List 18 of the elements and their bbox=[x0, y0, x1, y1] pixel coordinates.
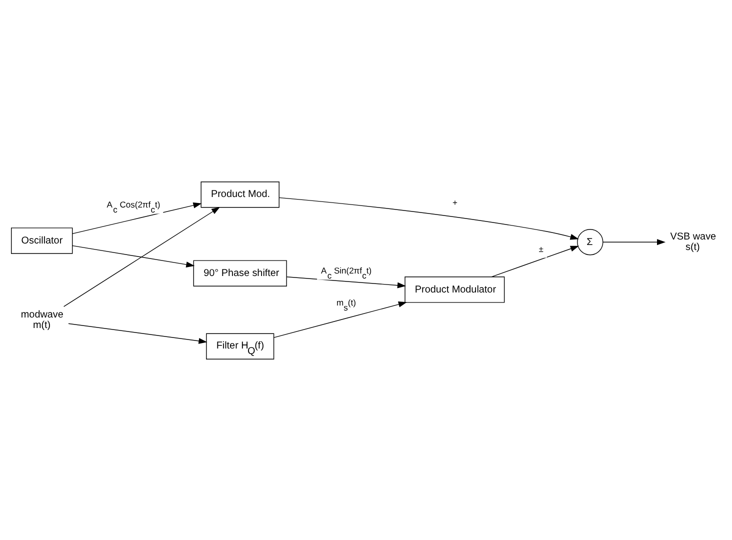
edge-label: ± bbox=[538, 244, 544, 254]
node-box: 90° Phase shifter bbox=[193, 260, 287, 286]
arrow bbox=[72, 202, 202, 234]
node-text: VSB wave s(t) bbox=[670, 230, 716, 253]
arrow bbox=[286, 276, 406, 288]
arrow bbox=[63, 206, 220, 306]
node-box: Product Modulator bbox=[404, 276, 505, 302]
arrow bbox=[602, 238, 666, 245]
arrow bbox=[491, 245, 579, 277]
node-box: Product Mod. bbox=[200, 180, 280, 208]
node-box: Oscillator bbox=[11, 227, 73, 254]
arrow bbox=[278, 196, 579, 240]
node-circle: Σ bbox=[577, 228, 604, 255]
edge-label: + bbox=[452, 196, 458, 207]
arrow bbox=[68, 322, 208, 344]
arrow bbox=[274, 300, 407, 338]
node-text: modwave m(t) bbox=[20, 308, 64, 331]
arrow bbox=[72, 244, 195, 267]
